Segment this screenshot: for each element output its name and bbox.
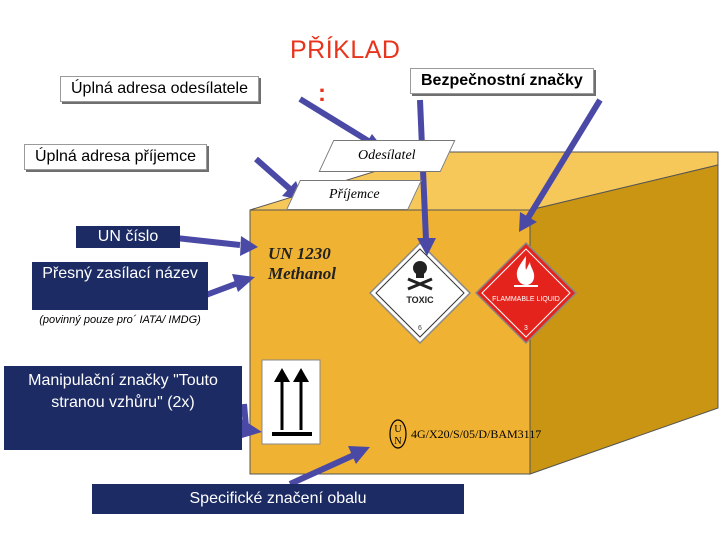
handling-marks-label: Manipulační značky "Touto stranou vzhůru… — [4, 366, 242, 450]
this-way-up-label — [262, 360, 320, 444]
package-code: 4G/X20/S/05/D/BAM3117 — [411, 427, 541, 442]
sender-plate-text: Odesílatel — [358, 148, 416, 164]
un-number-text: UN 1230 — [268, 244, 331, 264]
toxic-class-number: 6 — [418, 325, 422, 332]
packaging-marking-label: Specifické značení obalu — [92, 484, 464, 514]
arrow-shipping-name — [206, 283, 238, 295]
box-side — [530, 165, 718, 474]
sender-plate: Odesílatel — [319, 140, 456, 172]
svg-text:U: U — [394, 424, 402, 435]
un-number-label: UN číslo — [76, 226, 180, 248]
arrow-sender — [300, 99, 370, 142]
flammable-text: FLAMMABLE LIQUID — [492, 296, 560, 303]
arrow-recipient — [256, 159, 290, 189]
recipient-plate: Příjemce — [286, 180, 422, 210]
sender-address-label: Úplná adresa odesílatele — [60, 76, 259, 102]
flammable-class-number: 3 — [524, 325, 528, 332]
recipient-address-label: Úplná adresa příjemce — [24, 144, 207, 170]
safety-marks-label: Bezpečnostní značky — [410, 68, 594, 94]
shipping-name-label: Přesný zasílací název — [32, 262, 208, 310]
toxic-text: TOXIC — [406, 295, 434, 305]
arrow-un-number — [176, 238, 240, 245]
shipping-name-note: (povinný pouze pro´ IATA/ IMDG) — [30, 313, 210, 327]
recipient-plate-text: Příjemce — [329, 187, 380, 203]
title-colon: : — [318, 80, 326, 108]
substance-name: Methanol — [268, 264, 336, 284]
page-title: PŘÍKLAD — [290, 36, 400, 65]
svg-text:N: N — [394, 436, 401, 447]
